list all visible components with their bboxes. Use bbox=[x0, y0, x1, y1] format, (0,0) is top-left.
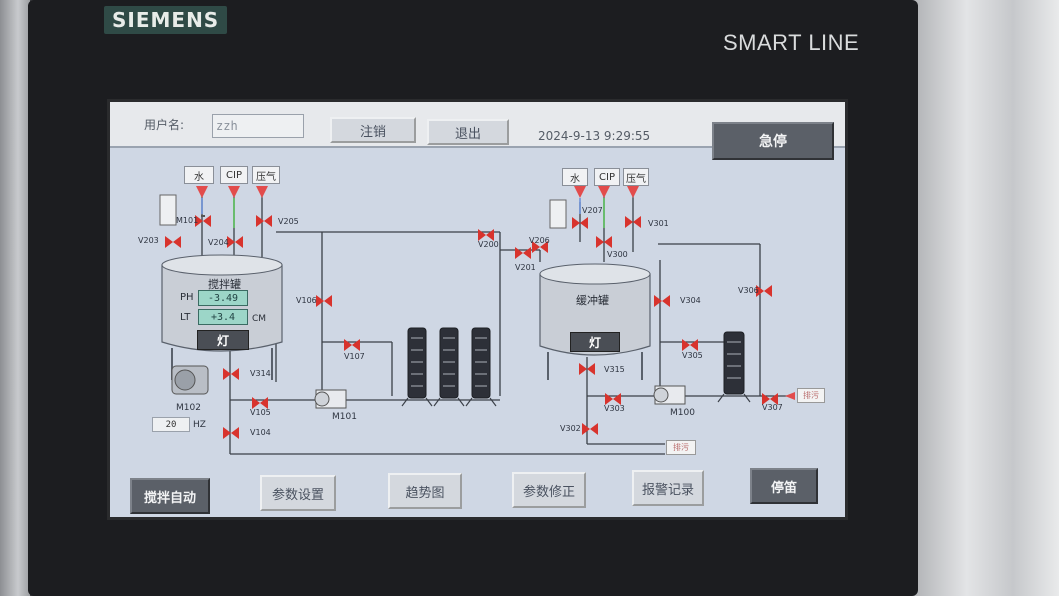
pump-m101-label: M101 bbox=[332, 412, 357, 422]
valve-v307-label: V307 bbox=[762, 403, 783, 412]
emergency-stop-button[interactable]: 急停 bbox=[712, 122, 834, 160]
buffer-tank-lamp-button[interactable]: 灯 bbox=[570, 332, 620, 352]
valve-v300[interactable] bbox=[596, 233, 612, 248]
valve-v305-label: V305 bbox=[682, 351, 703, 360]
datetime-display: 2024-9-13 9:29:55 bbox=[538, 129, 651, 143]
valve-v206-label: V206 bbox=[529, 236, 550, 245]
mixer-motor-shape bbox=[171, 365, 209, 395]
valve-v314[interactable] bbox=[223, 365, 239, 380]
model-name: SMART LINE bbox=[723, 30, 860, 55]
metal-stand-right bbox=[905, 0, 1059, 596]
trend-chart-button[interactable]: 趋势图 bbox=[388, 473, 462, 509]
mixer-motor-label: M102 bbox=[176, 403, 201, 413]
metal-stand-left bbox=[0, 0, 30, 596]
frequency-unit: HZ bbox=[193, 420, 206, 430]
valve-v305[interactable] bbox=[682, 336, 698, 351]
brand-logo: SIEMENS bbox=[104, 6, 228, 34]
logout-button[interactable]: 注销 bbox=[330, 117, 416, 143]
source-cip-right: CIP bbox=[594, 168, 620, 186]
ph-label: PH bbox=[180, 292, 194, 303]
valve-v204[interactable] bbox=[227, 233, 243, 248]
valve-v105-label: V105 bbox=[250, 408, 271, 417]
valve-v107[interactable] bbox=[344, 336, 360, 351]
mix-auto-button[interactable]: 搅拌自动 bbox=[130, 478, 210, 514]
user-field[interactable]: zzh bbox=[212, 114, 304, 138]
valve-v200[interactable] bbox=[478, 226, 494, 241]
hmi-screen: 用户名: zzh 注销 退出 2024-9-13 9:29:55 急停 bbox=[110, 102, 845, 517]
valve-m101-label: M101 bbox=[176, 216, 199, 225]
valve-v205-label: V205 bbox=[278, 217, 299, 226]
valve-v300-label: V300 bbox=[607, 250, 628, 259]
process-diagram bbox=[159, 186, 795, 455]
drain-box-right: 排污 bbox=[797, 388, 825, 403]
drain-box-main: 排污 bbox=[666, 440, 696, 455]
pump-m100-label: M100 bbox=[670, 408, 695, 418]
valve-v207-label: V207 bbox=[582, 206, 603, 215]
valve-v315-label: V315 bbox=[604, 365, 625, 374]
valve-v304[interactable] bbox=[654, 292, 670, 307]
valve-v106[interactable] bbox=[316, 292, 332, 307]
buffer-tank-shape bbox=[539, 263, 651, 380]
valve-v306-label: V306 bbox=[738, 286, 759, 295]
top-bar: 用户名: zzh 注销 退出 2024-9-13 9:29:55 急停 bbox=[110, 102, 845, 160]
lt-label: LT bbox=[180, 312, 191, 323]
mixing-tank-name: 搅拌罐 bbox=[208, 278, 241, 291]
ph-readout: -3.49 bbox=[198, 290, 248, 306]
source-air-right: 压气 bbox=[623, 168, 649, 186]
valve-v206[interactable] bbox=[532, 238, 548, 253]
valve-m101[interactable] bbox=[195, 212, 211, 227]
valve-v104-label: V104 bbox=[250, 428, 271, 437]
level-readout: +3.4 bbox=[198, 309, 248, 325]
valve-v302-label: V302 bbox=[560, 424, 581, 433]
stop-button[interactable]: 停笛 bbox=[750, 468, 818, 504]
valve-v303[interactable] bbox=[605, 390, 621, 405]
valve-v306[interactable] bbox=[756, 282, 772, 297]
source-water-right: 水 bbox=[562, 168, 588, 186]
valve-v201[interactable] bbox=[515, 244, 531, 259]
valve-v302[interactable] bbox=[582, 420, 598, 435]
pump-m101-shape bbox=[314, 389, 347, 409]
valve-v303-label: V303 bbox=[604, 404, 625, 413]
mixing-tank-lamp-button[interactable]: 灯 bbox=[197, 330, 249, 350]
valve-v203[interactable] bbox=[165, 233, 181, 248]
valve-v104[interactable] bbox=[223, 424, 239, 439]
param-setting-button[interactable]: 参数设置 bbox=[260, 475, 336, 511]
exit-button[interactable]: 退出 bbox=[427, 119, 509, 145]
valve-v106-label: V106 bbox=[296, 296, 317, 305]
valve-v207[interactable] bbox=[572, 214, 588, 229]
valve-v107-label: V107 bbox=[344, 352, 365, 361]
user-label: 用户名: bbox=[144, 118, 185, 132]
valve-v203-label: V203 bbox=[138, 236, 159, 245]
valve-v301-label: V301 bbox=[648, 219, 669, 228]
valve-v201-label: V201 bbox=[515, 263, 536, 272]
source-cip-left: CIP bbox=[220, 166, 248, 184]
valve-v204-label: V204 bbox=[208, 238, 229, 247]
valve-v200-label: V200 bbox=[478, 240, 499, 249]
valve-v314-label: V314 bbox=[250, 369, 271, 378]
param-correct-button[interactable]: 参数修正 bbox=[512, 472, 586, 508]
pump-m100-shape bbox=[653, 385, 686, 405]
valve-v304-label: V304 bbox=[680, 296, 701, 305]
valve-v205[interactable] bbox=[256, 212, 272, 227]
source-air-left: 压气 bbox=[252, 166, 280, 184]
alarm-log-button[interactable]: 报警记录 bbox=[632, 470, 704, 506]
valve-v315[interactable] bbox=[579, 360, 595, 375]
valve-v105[interactable] bbox=[252, 394, 268, 409]
valve-v301[interactable] bbox=[625, 213, 641, 228]
buffer-tank-name: 缓冲罐 bbox=[576, 294, 609, 307]
frequency-input[interactable]: 20 bbox=[152, 417, 190, 432]
source-water-left: 水 bbox=[184, 166, 214, 184]
valve-v307[interactable] bbox=[762, 390, 778, 405]
level-unit: CM bbox=[252, 314, 267, 324]
